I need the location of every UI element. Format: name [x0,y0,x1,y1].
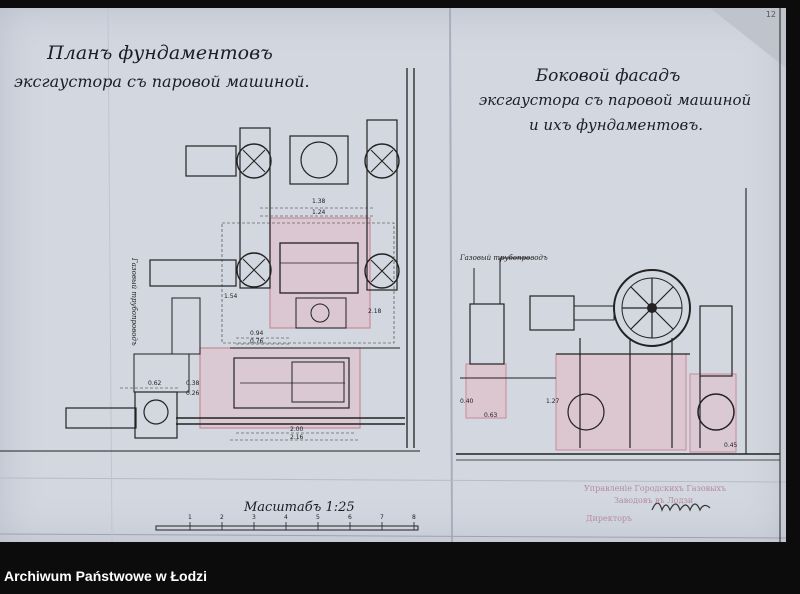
plan-title-line2: эксгаустора съ паровой машиной. [14,72,310,91]
sheet-number: 12 [765,10,776,19]
dim-label: 0.94 [250,330,264,337]
scale-tick: 3 [252,514,256,521]
dim-label: 0.62 [148,380,162,387]
side-title-line3: и ихъ фундаментовъ. [528,116,704,134]
scale-tick: 4 [284,514,288,521]
dim-label: 2.00 [290,426,304,433]
scale-tick: 5 [316,514,320,521]
side-title-line2: эксгаустора съ паровой машиной [478,91,752,109]
dim-label: 1.24 [312,209,326,216]
blueprint-drawing [0,8,786,542]
scale-tick: 8 [412,514,416,521]
dim-label: 0.38 [186,380,200,387]
dim-label: 0.63 [484,412,498,419]
scale-tick: 7 [380,514,384,521]
dim-label: 2.18 [368,308,382,315]
dim-label: 0.40 [460,398,474,405]
pipe-label: Газовый трубопроводъ [460,254,548,262]
scale-tick: 6 [348,514,352,521]
dim-label: 1.54 [224,293,238,300]
side-title-line1: Боковой фасадъ [535,66,681,86]
stamp-line: Директоръ [586,514,633,523]
dim-label: 1.27 [546,398,560,405]
stamp-line: Управленіе Городскихъ Газовыхъ [584,484,727,493]
dim-label: 0.45 [724,442,738,449]
pipe-label: Газовый трубопроводъ [130,258,138,346]
archive-footer: Archiwum Państwowe w Łodzi [0,560,800,594]
dim-label: 2.16 [290,434,304,441]
blueprint-sheet: Планъ фундаментовъ эксгаустора съ парово… [0,8,786,542]
scale-label: Масштабъ 1:25 [244,500,355,515]
plan-title-line1: Планъ фундаментовъ [47,42,273,64]
scale-tick: 2 [220,514,224,521]
dim-label: 1.38 [312,198,326,205]
dim-label: 0.76 [250,338,264,345]
dim-label: 0.26 [186,390,200,397]
stamp-line: Заводовъ въ Лодзи [614,496,694,505]
scale-tick: 1 [188,514,192,521]
archive-name: Archiwum Państwowe w Łodzi [4,568,208,584]
